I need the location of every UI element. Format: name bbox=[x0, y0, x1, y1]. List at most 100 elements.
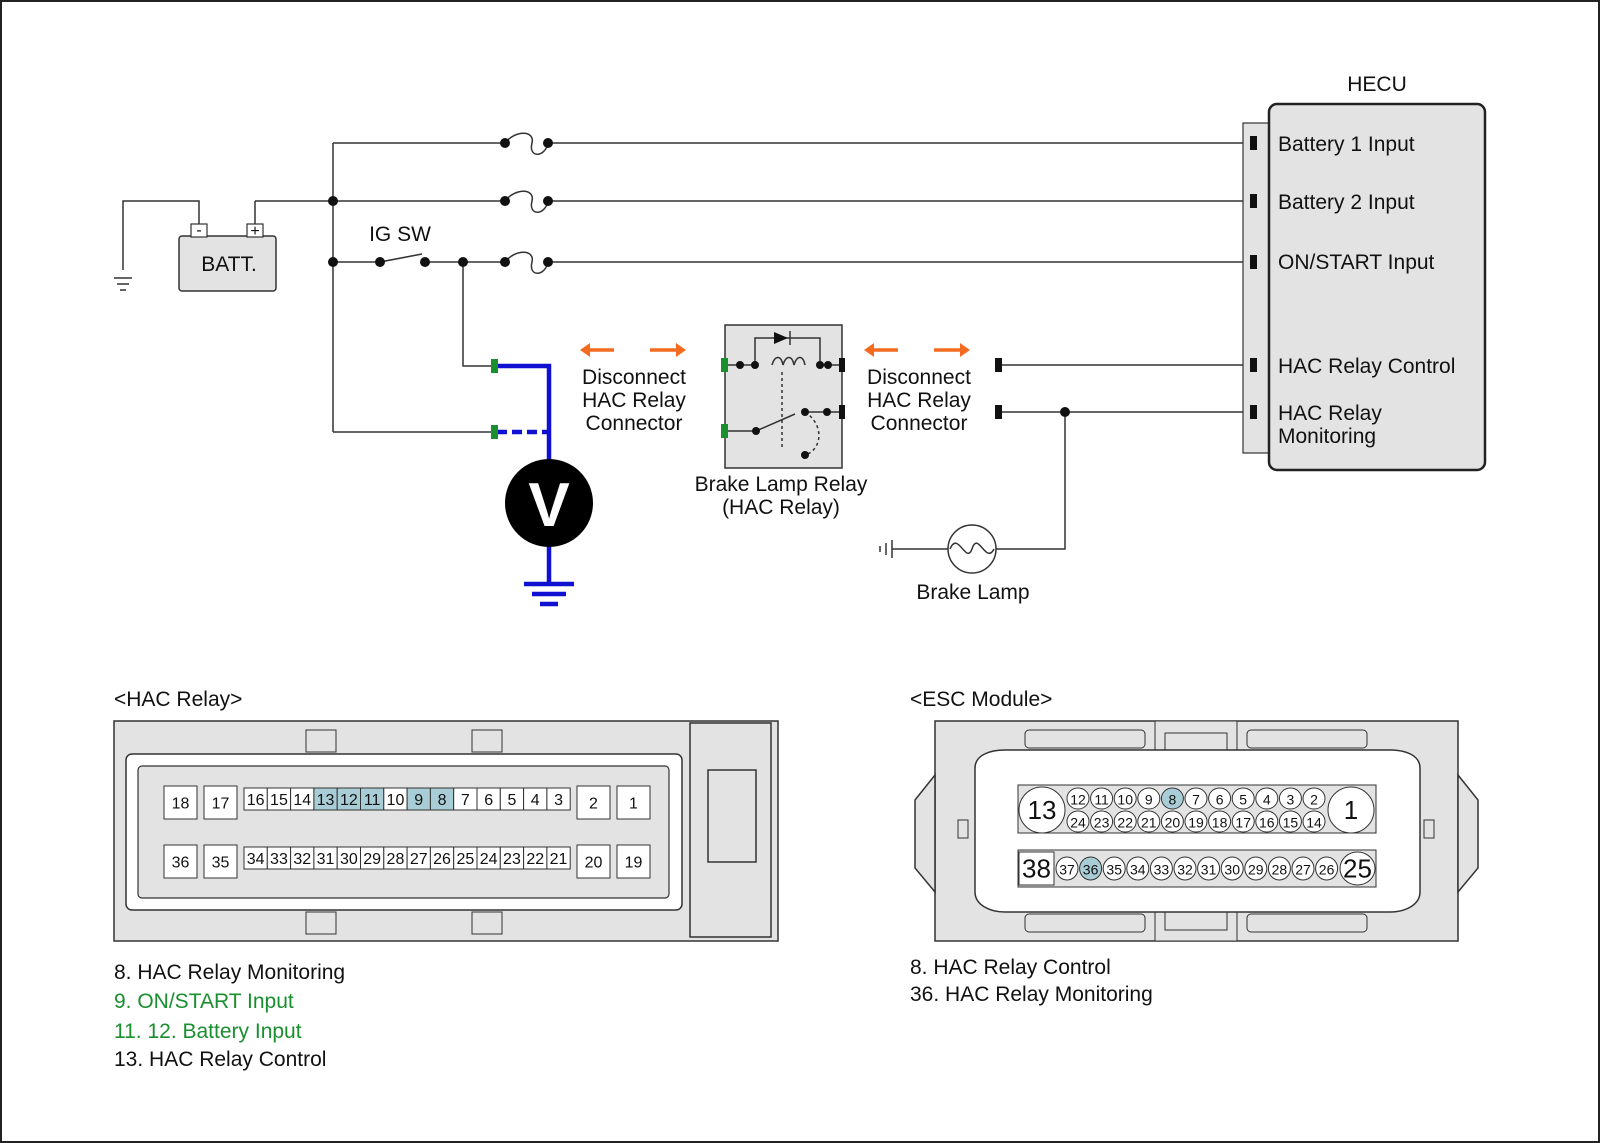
connector-pin: 24 bbox=[1066, 810, 1090, 833]
pin-number: 32 bbox=[1177, 862, 1193, 878]
connector-pin: 37 bbox=[1055, 856, 1079, 881]
pin-number: 31 bbox=[1201, 862, 1217, 878]
pin-number: 1 bbox=[629, 796, 638, 813]
pin-number: 4 bbox=[1263, 792, 1271, 808]
pin-number: 36 bbox=[1083, 862, 1099, 878]
connector-pin: 31 bbox=[313, 846, 338, 870]
esc-module-connector-title: <ESC Module> bbox=[910, 688, 1052, 711]
connector-pin: 17 bbox=[203, 785, 238, 820]
connector-pin: 3 bbox=[546, 787, 571, 811]
pin-number: 25 bbox=[456, 851, 474, 868]
pin-number: 25 bbox=[1343, 854, 1372, 884]
connector-pin: 28 bbox=[383, 846, 408, 870]
battery: - + BATT. bbox=[178, 222, 277, 292]
pin-number: 17 bbox=[212, 796, 230, 813]
pin-number: 37 bbox=[1059, 862, 1075, 878]
pin-number: 11 bbox=[364, 792, 381, 809]
hac-legend-2: 9. ON/START Input bbox=[114, 990, 294, 1013]
pin-number: 24 bbox=[1070, 815, 1086, 831]
connector-pin: 1 bbox=[1327, 786, 1375, 834]
hecu-module bbox=[1242, 102, 1487, 472]
pin-number: 27 bbox=[1295, 862, 1311, 878]
connector-pin: 31 bbox=[1197, 856, 1221, 881]
connector-pin: 4 bbox=[1255, 787, 1279, 810]
pin-number: 2 bbox=[1310, 792, 1318, 808]
connector-pin: 17 bbox=[1231, 810, 1255, 833]
voltmeter-icon bbox=[505, 459, 593, 547]
connector-pin: 33 bbox=[266, 846, 292, 870]
pin-number: 38 bbox=[1022, 854, 1051, 884]
pin-number: 19 bbox=[1188, 815, 1204, 831]
connector-pin: 7 bbox=[453, 787, 478, 811]
disconnect-left-line1: Disconnect bbox=[582, 366, 686, 389]
pin-number: 23 bbox=[1094, 815, 1110, 831]
connector-pin: 20 bbox=[1160, 810, 1184, 833]
hecu-battery1-input: Battery 1 Input bbox=[1278, 133, 1415, 156]
connector-pin: 8 bbox=[429, 787, 455, 811]
connector-pin: 15 bbox=[1278, 810, 1302, 833]
pin-number: 22 bbox=[526, 851, 544, 868]
pin-number: 10 bbox=[1117, 792, 1133, 808]
connector-pin: 36 bbox=[1079, 856, 1103, 881]
connector-pin: 9 bbox=[406, 787, 431, 811]
connector-pin: 29 bbox=[1244, 856, 1268, 881]
pin-number: 33 bbox=[1154, 862, 1170, 878]
pin-number: 8 bbox=[1169, 792, 1177, 808]
connector-pin: 11 bbox=[1090, 787, 1114, 810]
connector-pin: 6 bbox=[476, 787, 501, 811]
pin-number: 2 bbox=[589, 796, 598, 813]
pin-number: 18 bbox=[172, 796, 190, 813]
connector-pin: 10 bbox=[383, 787, 408, 811]
connector-pin: 28 bbox=[1267, 856, 1291, 881]
pin-number: 15 bbox=[1283, 815, 1299, 831]
pin-number: 21 bbox=[550, 851, 568, 868]
esc-legend-1: 8. HAC Relay Control bbox=[910, 956, 1111, 979]
pin-number: 7 bbox=[461, 792, 470, 809]
hecu-title: HECU bbox=[1347, 73, 1407, 96]
pin-number: 13 bbox=[317, 792, 335, 809]
connector-pin: 35 bbox=[1102, 856, 1126, 881]
pin-number: 4 bbox=[531, 792, 540, 809]
connector-pin: 33 bbox=[1149, 856, 1173, 881]
pin-number: 12 bbox=[340, 792, 358, 809]
pin-number: 15 bbox=[270, 792, 288, 809]
pin-number: 35 bbox=[212, 855, 230, 872]
pin-number: 28 bbox=[1272, 862, 1288, 878]
connector-pin: 21 bbox=[546, 846, 571, 870]
connector-pin: 27 bbox=[406, 846, 431, 870]
pin-number: 9 bbox=[414, 792, 423, 809]
pin-number: 32 bbox=[293, 851, 311, 868]
pin-number: 36 bbox=[172, 855, 190, 872]
connector-pin: 11 bbox=[360, 787, 385, 811]
connector-pin: 12 bbox=[336, 787, 362, 811]
pin-number: 26 bbox=[433, 851, 451, 868]
connector-pin: 32 bbox=[1173, 856, 1197, 881]
hecu-on-start-input: ON/START Input bbox=[1278, 251, 1435, 274]
pin-number: 20 bbox=[1165, 815, 1181, 831]
connector-pin: 38 bbox=[1018, 851, 1055, 886]
disconnect-right-line2: HAC Relay bbox=[867, 389, 971, 412]
connector-stub bbox=[995, 358, 1002, 372]
pin-number: 18 bbox=[1212, 815, 1228, 831]
pin-number: 14 bbox=[1306, 815, 1322, 831]
brake-lamp-relay bbox=[721, 324, 845, 469]
connector-pin: 16 bbox=[243, 787, 268, 811]
pin-number: 30 bbox=[340, 851, 358, 868]
connector-pin: 26 bbox=[429, 846, 455, 870]
pin-number: 5 bbox=[507, 792, 516, 809]
pin-number: 5 bbox=[1239, 792, 1247, 808]
connector-pin: 7 bbox=[1184, 787, 1208, 810]
hac-legend-3: 11. 12. Battery Input bbox=[114, 1020, 302, 1043]
pin-number: 3 bbox=[1287, 792, 1295, 808]
connector-pin: 3 bbox=[1278, 787, 1302, 810]
connector-pin: 29 bbox=[360, 846, 385, 870]
pin-number: 20 bbox=[585, 855, 603, 872]
pin-number: 10 bbox=[387, 792, 405, 809]
connector-pin: 18 bbox=[163, 785, 198, 820]
hecu-hac-relay-monitoring-2: Monitoring bbox=[1278, 425, 1376, 448]
pin-number: 19 bbox=[625, 855, 643, 872]
terminal-green bbox=[491, 359, 498, 373]
connector-pin: 18 bbox=[1208, 810, 1232, 833]
hecu-hac-relay-control: HAC Relay Control bbox=[1278, 355, 1455, 378]
